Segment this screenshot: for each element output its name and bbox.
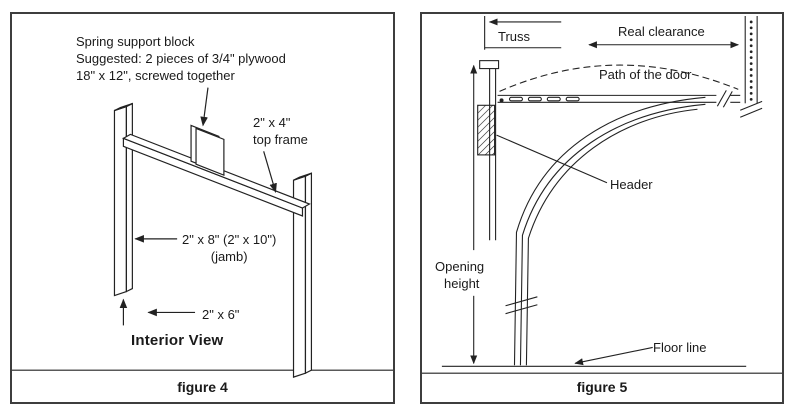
figure5-panel: Truss Real clearance Path of the door He… xyxy=(420,12,784,404)
vertical-track-right xyxy=(740,15,763,118)
floor-line-leader xyxy=(574,346,653,366)
jamb-and-track-assembly xyxy=(477,60,504,241)
annotation-line-2: Suggested: 2 pieces of 3/4" plywood xyxy=(76,51,286,66)
figure4-panel: Spring support block Suggested: 2 pieces… xyxy=(10,12,395,404)
opening-height-label-line2: height xyxy=(444,276,480,291)
top-frame-arrow xyxy=(263,151,277,193)
truss-label: Truss xyxy=(498,29,531,44)
header-leader xyxy=(496,134,608,184)
annotation-line-3: 18" x 12", screwed together xyxy=(76,68,235,83)
opening-height-label-line1: Opening xyxy=(435,259,485,274)
figure5-drawing xyxy=(422,15,782,374)
truss-dimension xyxy=(484,15,562,50)
jamb-name: (jamb) xyxy=(210,249,248,264)
spring-block-annotation: Spring support block Suggested: 2 pieces… xyxy=(76,33,286,84)
right-jamb xyxy=(292,172,313,378)
annotation-arrow xyxy=(200,87,209,127)
door-and-curved-track xyxy=(505,96,706,366)
view-title: Interior View xyxy=(131,332,224,349)
top-frame-name: top frame xyxy=(253,132,308,147)
horizontal-track xyxy=(497,90,741,108)
figure4-drawing xyxy=(12,87,393,378)
header-label: Header xyxy=(610,177,653,192)
annotation-line-1: Spring support block xyxy=(76,34,195,49)
figure5-caption: figure 5 xyxy=(576,379,628,395)
top-frame-label: 2" x 4" top frame xyxy=(253,114,308,148)
jamb-label: 2" x 8" (2" x 10") (jamb) xyxy=(182,231,276,265)
top-frame-size: 2" x 4" xyxy=(253,115,291,130)
jamb-size: 2" x 8" (2" x 10") xyxy=(182,232,277,247)
real-clearance-label: Real clearance xyxy=(618,24,705,39)
figure4-caption: figure 4 xyxy=(177,379,228,395)
sill-label: 2" x 6" xyxy=(202,307,240,322)
spring-support-block xyxy=(190,124,225,177)
track-holes xyxy=(749,20,753,101)
header-section-hatch xyxy=(477,104,496,156)
door-path-curve xyxy=(499,64,739,92)
floor-line-label: Floor line xyxy=(653,340,707,355)
left-jamb xyxy=(113,102,133,297)
door-path-label: Path of the door xyxy=(599,67,692,82)
